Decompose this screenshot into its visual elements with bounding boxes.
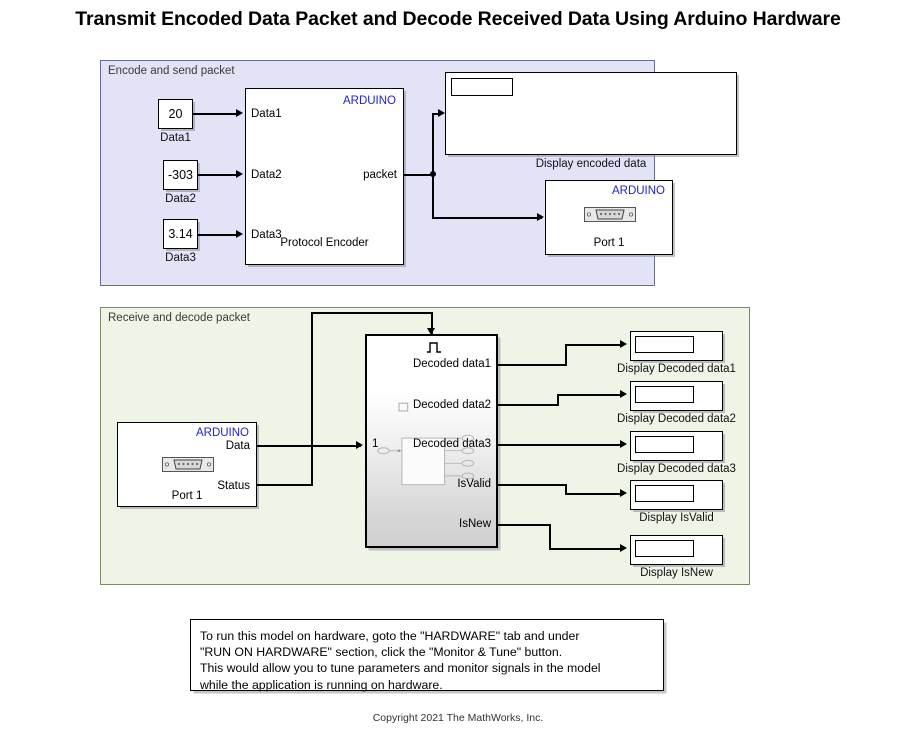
arrow-display-encoded-in xyxy=(438,109,445,117)
copyright-notice: Copyright 2021 The MathWorks, Inc. xyxy=(372,712,544,724)
wire-isnew-a xyxy=(498,524,551,526)
decoder-output-label-isnew: IsNew xyxy=(459,518,491,530)
rising-pulse-trigger-icon xyxy=(426,340,442,353)
wire-packet-up-to-display xyxy=(432,114,434,175)
serial-transmit-block-port1[interactable]: ARDUINO Port 1 xyxy=(545,180,673,255)
hardware-instructions-note: To run this model on hardware, goto the … xyxy=(190,619,664,692)
wire-data3-to-encoder xyxy=(198,234,237,236)
decoder-output-label-decoded-data3: Decoded data3 xyxy=(412,438,491,450)
display-isnew-caption: Display IsNew xyxy=(640,567,713,579)
arrow-display-isvalid-in xyxy=(620,489,627,497)
display-decoded-data2-caption: Display Decoded data2 xyxy=(617,413,736,425)
serial-tx-port-caption: Port 1 xyxy=(593,237,625,249)
arrow-display-decoded-data3-in xyxy=(620,440,627,448)
display-block-decoded-data1[interactable] xyxy=(630,331,723,361)
serial-connector-icon xyxy=(584,206,636,223)
display-block-isnew[interactable] xyxy=(630,535,723,565)
wire-status-top-run xyxy=(311,312,433,314)
display-block-decoded-data2[interactable] xyxy=(630,381,723,411)
serial-rx-output-label-status: Status xyxy=(217,480,250,492)
display-encoded-data-caption: Display encoded data xyxy=(535,158,647,170)
wire-packet-down-to-serial xyxy=(432,174,434,218)
protocol-decoder-subsystem-block[interactable]: 1 Decoded data1 Decoded data2 Decoded da… xyxy=(365,334,498,548)
page-title: Transmit Encoded Data Packet and Decode … xyxy=(75,8,841,30)
wire-data-to-decoder xyxy=(257,445,361,447)
serial-receive-block-port1[interactable]: ARDUINO Data Status Port 1 xyxy=(117,422,257,507)
display-decoded-data1-caption: Display Decoded data1 xyxy=(617,363,736,375)
hardware-tag-arduino-serial-rx: ARDUINO xyxy=(195,427,249,439)
display-decoded-data3-value-field xyxy=(635,436,694,453)
wire-decoded-data2-c xyxy=(557,394,623,396)
arrow-encoder-in3 xyxy=(236,230,243,238)
arrow-decoder-in1 xyxy=(356,441,363,449)
arrow-serial-tx-in xyxy=(537,213,544,221)
hardware-tag-arduino-encoder: ARDUINO xyxy=(342,95,396,107)
wire-data1-to-encoder xyxy=(193,113,237,115)
encoder-output-label-packet: packet xyxy=(363,169,397,181)
display-isnew-value-field xyxy=(635,540,694,557)
note-line-2: "RUN ON HARDWARE" section, click the "Mo… xyxy=(200,645,563,660)
wire-status-down-to-trigger xyxy=(431,312,433,334)
arrow-display-decoded-data2-in xyxy=(620,390,627,398)
constant-value-data1: 20 xyxy=(168,107,183,121)
wire-packet-into-display xyxy=(432,113,441,115)
serial-rx-output-label-data: Data xyxy=(225,440,250,452)
arrow-encoder-in2 xyxy=(236,170,243,178)
hardware-tag-arduino-serial-tx: ARDUINO xyxy=(611,185,665,197)
note-line-3: This would allow you to tune parameters … xyxy=(200,661,601,676)
wire-decoded-data2-a xyxy=(498,404,559,406)
protocol-encoder-block[interactable]: ARDUINO Data1 Data2 Data3 packet Protoco… xyxy=(245,88,404,265)
wire-isvalid-a xyxy=(498,484,567,486)
constant-value-data2: -303 xyxy=(167,168,194,182)
decoder-output-label-decoded-data2: Decoded data2 xyxy=(412,399,491,411)
constant-block-data1[interactable]: 20 xyxy=(158,99,193,129)
area-encode-label: Encode and send packet xyxy=(108,65,235,77)
note-line-1: To run this model on hardware, goto the … xyxy=(200,629,580,643)
display-encoded-data-value-field xyxy=(451,78,513,96)
display-isvalid-caption: Display IsValid xyxy=(639,512,714,524)
wire-decoded-data2-b xyxy=(557,394,559,405)
decoder-output-label-decoded-data1: Decoded data1 xyxy=(412,358,491,370)
encoder-input-label-data1: Data1 xyxy=(251,108,282,120)
note-line-4: while the application is running on hard… xyxy=(200,677,443,692)
arrow-encoder-in1 xyxy=(236,109,243,117)
wire-isnew-c xyxy=(549,548,623,550)
wire-decoded-data1-a xyxy=(498,364,567,366)
decoder-input-port-number: 1 xyxy=(372,438,379,450)
display-block-isvalid[interactable] xyxy=(630,480,723,510)
arrow-display-decoded-data1-in xyxy=(620,340,627,348)
display-block-decoded-data3[interactable] xyxy=(630,431,723,461)
wire-packet-to-serial-tx xyxy=(432,217,542,219)
arrow-display-isnew-in xyxy=(620,544,627,552)
encoder-input-label-data3: Data3 xyxy=(251,229,282,241)
arrow-decoder-trigger-in xyxy=(427,328,435,335)
serial-rx-port-caption: Port 1 xyxy=(171,490,203,502)
constant-caption-data3: Data3 xyxy=(165,252,196,264)
wire-decoded-data1-b xyxy=(565,344,567,365)
wire-isvalid-b xyxy=(565,484,567,495)
constant-block-data2[interactable]: -303 xyxy=(163,160,198,190)
area-decode-label: Receive and decode packet xyxy=(108,312,250,324)
wire-packet-out xyxy=(404,174,434,176)
wire-status-out xyxy=(257,484,313,486)
constant-block-data3[interactable]: 3.14 xyxy=(163,219,198,249)
display-decoded-data2-value-field xyxy=(635,386,694,403)
encoder-input-label-data2: Data2 xyxy=(251,169,282,181)
wire-decoded-data1-c xyxy=(565,344,623,346)
display-encoded-data-block[interactable] xyxy=(445,72,737,155)
constant-caption-data1: Data1 xyxy=(160,132,191,144)
encoder-block-name: Protocol Encoder xyxy=(280,237,369,249)
serial-connector-icon xyxy=(162,456,214,473)
wire-data2-to-encoder xyxy=(198,174,237,176)
constant-caption-data2: Data2 xyxy=(165,193,196,205)
display-isvalid-value-field xyxy=(635,485,694,502)
wire-status-vertical xyxy=(311,312,313,485)
constant-value-data3: 3.14 xyxy=(168,227,193,241)
wire-isnew-b xyxy=(549,524,551,550)
wire-decoded-data3 xyxy=(498,444,623,446)
decoder-output-label-isvalid: IsValid xyxy=(457,478,491,490)
display-decoded-data1-value-field xyxy=(635,336,694,353)
display-decoded-data3-caption: Display Decoded data3 xyxy=(617,463,736,475)
wire-isvalid-c xyxy=(565,493,623,495)
